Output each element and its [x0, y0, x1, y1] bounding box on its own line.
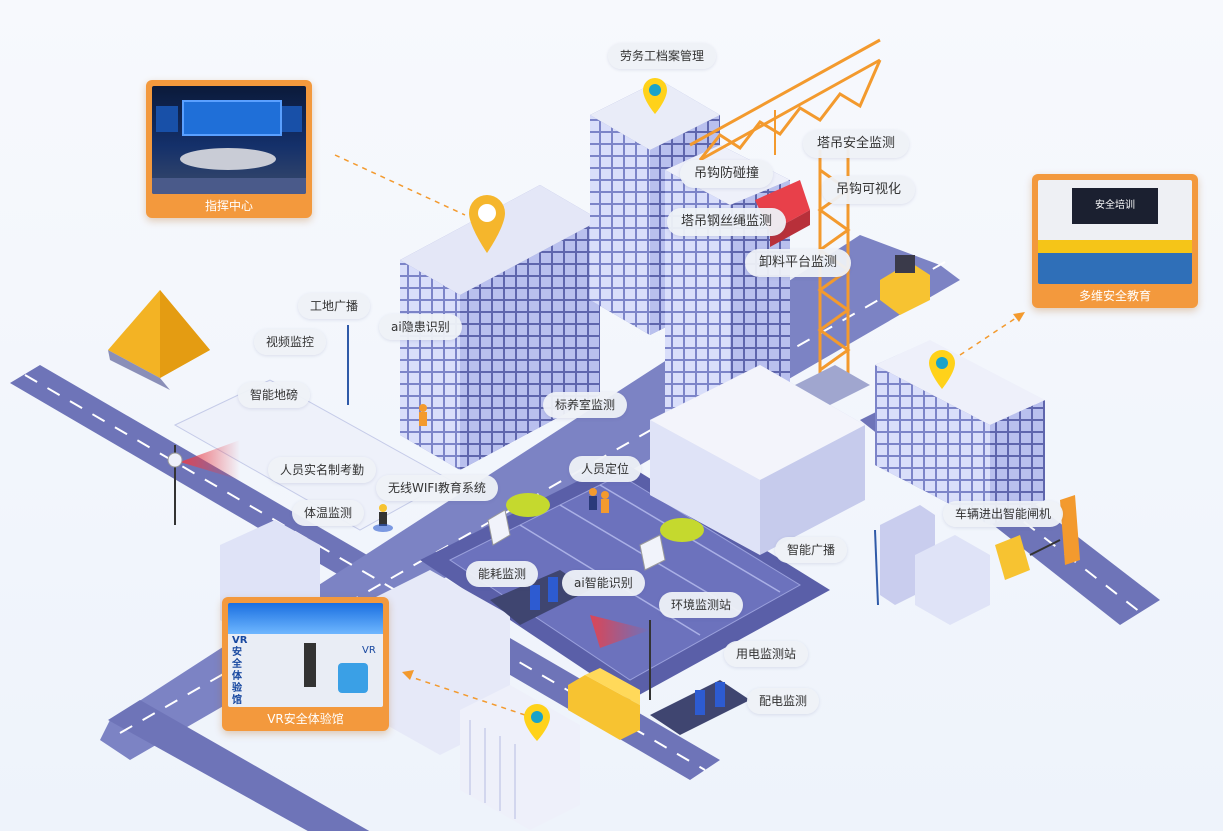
- location-pin-right: [929, 350, 955, 389]
- label-temperature: 体温监测: [292, 500, 365, 526]
- bus: [568, 668, 640, 740]
- card-caption: 指挥中心: [204, 199, 253, 213]
- label-labor-archive: 劳务工档案管理: [608, 43, 717, 69]
- pyramid-structure: [108, 290, 210, 390]
- gate-booth: [995, 495, 1080, 580]
- label-distribution: 配电监测: [747, 688, 820, 714]
- forklift: [880, 255, 930, 315]
- location-pin-large: [469, 195, 505, 253]
- connector-lines: [334, 154, 1026, 716]
- safety-education-image: 安全培训: [1038, 180, 1192, 284]
- workers: [373, 404, 609, 532]
- label-wifi-education: 无线WIFI教育系统: [376, 475, 498, 501]
- cement-truck-1: [487, 493, 550, 546]
- label-env-station: 环境监测站: [659, 592, 744, 618]
- label-unload-platform: 卸料平台监测: [745, 249, 852, 277]
- label-realname-attendance: 人员实名制考勤: [268, 457, 377, 483]
- label-crane-rope: 塔吊钢丝绳监测: [667, 208, 787, 236]
- office-building-right: [875, 340, 1045, 525]
- card-caption: VR安全体验馆: [267, 712, 344, 726]
- label-curing-room: 标养室监测: [543, 392, 628, 418]
- vr-short-text: VR: [362, 645, 376, 656]
- label-ai-smart-recognition: ai智能识别: [562, 570, 645, 596]
- location-pin-bottom: [524, 704, 550, 741]
- scanner-beam-left: [180, 440, 240, 480]
- command-center-image: [152, 86, 306, 194]
- vr-hall-vertical-text: VR安全体验馆: [232, 635, 248, 706]
- label-personnel-location: 人员定位: [569, 456, 642, 482]
- card-command-center: 指挥中心: [146, 80, 312, 218]
- label-energy: 能耗监测: [466, 561, 539, 587]
- vr-hall-image: VR安全体验馆 VR: [228, 603, 383, 707]
- label-hook-collision: 吊钩防碰撞: [680, 160, 774, 188]
- label-smart-scale: 智能地磅: [238, 382, 311, 408]
- location-pin-tower: [643, 78, 667, 114]
- label-smart-broadcast: 智能广播: [775, 537, 848, 563]
- scanner-beam-center: [590, 615, 650, 648]
- label-crane-monitor: 塔吊安全监测: [803, 130, 910, 158]
- label-power-station: 用电监测站: [724, 641, 809, 667]
- card-vr-hall: VR安全体验馆 VR VR安全体验馆: [222, 597, 389, 731]
- card-safety-education: 安全培训 多维安全教育: [1032, 174, 1198, 308]
- label-hook-visual: 吊钩可视化: [822, 176, 916, 204]
- small-buildings-right: [880, 505, 990, 625]
- label-video-monitor: 视频监控: [254, 329, 327, 355]
- crane-base: [795, 365, 870, 405]
- cement-truck-2: [639, 518, 704, 571]
- label-site-broadcast: 工地广播: [298, 293, 371, 319]
- training-blackboard: 安全培训: [1072, 188, 1158, 224]
- label-ai-hazard: ai隐患识别: [379, 314, 462, 340]
- tower-building: [590, 80, 790, 470]
- card-caption: 多维安全教育: [1078, 289, 1151, 303]
- label-vehicle-gate: 车辆进出智能闸机: [943, 501, 1064, 527]
- podium-building: [650, 365, 865, 555]
